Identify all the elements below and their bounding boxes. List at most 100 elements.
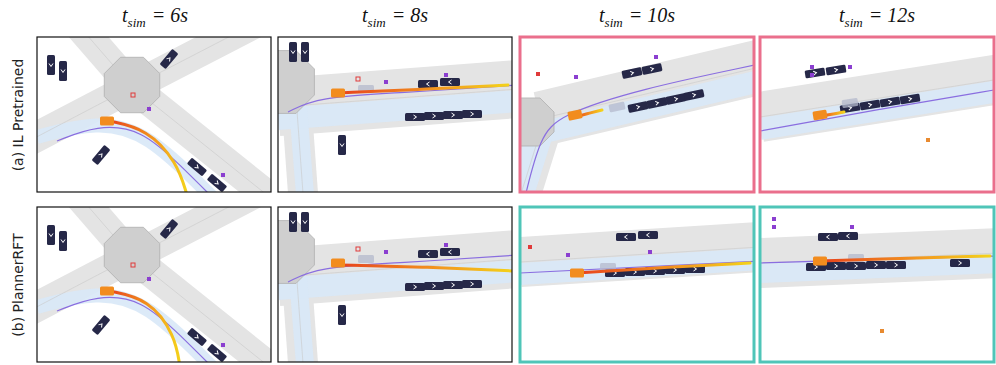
vehicle (846, 262, 866, 270)
vehicle (338, 135, 346, 155)
column-header: tsim= 8s (362, 4, 428, 27)
lane (278, 271, 512, 289)
header-text: = 8s (392, 4, 428, 27)
column-header: tsim= 10s (599, 4, 675, 27)
vehicle (804, 67, 825, 78)
ego-vehicle (100, 117, 114, 126)
vehicle (301, 42, 309, 62)
vehicle (641, 63, 662, 75)
lane-centerline (520, 247, 754, 262)
route-line (288, 255, 512, 282)
agent-marker (772, 217, 776, 221)
vehicle (418, 250, 438, 258)
vehicle (866, 261, 886, 269)
vehicle (826, 262, 846, 270)
vehicle (424, 282, 444, 290)
vehicle (92, 145, 111, 165)
vehicle (405, 113, 425, 121)
column-header: tsim= 12s (839, 4, 915, 27)
vehicle (92, 315, 111, 335)
panel-border (278, 207, 512, 362)
ego-vehicle (812, 109, 827, 120)
ego-vehicle (100, 287, 114, 296)
vehicle (443, 111, 463, 119)
route-line (525, 65, 754, 192)
vehicle (440, 78, 460, 86)
sim-panel (252, 207, 518, 365)
header-text: t (599, 4, 605, 27)
agent-marker (444, 73, 448, 77)
vehicle (879, 96, 900, 107)
route-line (288, 85, 512, 112)
trajectory (338, 265, 512, 271)
sim-panel (506, 37, 760, 197)
agent-marker (536, 72, 540, 76)
vehicle (462, 110, 482, 118)
vehicle (207, 174, 227, 192)
subscript: sim (605, 15, 623, 31)
vehicle (950, 259, 970, 267)
vehicle (187, 158, 207, 177)
subscript: sim (368, 15, 386, 31)
vehicle (621, 67, 642, 79)
agent-marker (221, 173, 225, 177)
route-line (760, 89, 994, 131)
subscript: sim (845, 15, 863, 31)
agent-marker (384, 80, 388, 84)
ego-vehicle (570, 269, 584, 278)
agent-marker (810, 65, 814, 69)
lane (37, 125, 212, 192)
route-line (57, 127, 212, 192)
panel-border (760, 37, 994, 192)
agent-marker (147, 107, 151, 111)
vehicle (443, 281, 463, 289)
sim-panel (27, 12, 282, 207)
vehicle (289, 212, 297, 232)
lane (37, 295, 212, 362)
lane (520, 259, 754, 274)
intersection (104, 57, 159, 112)
sim-panel (252, 37, 518, 207)
vehicle (616, 233, 636, 241)
ego-vehicle (567, 109, 583, 121)
agent-marker (810, 73, 814, 77)
row-label: (a) IL Pretrained (10, 58, 26, 171)
vehicle (160, 49, 179, 69)
vehicle (338, 305, 346, 325)
vehicle (59, 61, 67, 81)
vehicle (683, 89, 704, 101)
sim-panel (760, 207, 996, 362)
header-text: = 6s (152, 4, 188, 27)
vehicle (665, 93, 686, 105)
vehicle (187, 328, 207, 347)
agent-marker (926, 138, 930, 142)
sim-panel (520, 207, 760, 362)
vehicle (440, 248, 460, 256)
agent-marker (772, 225, 776, 229)
agent-marker (566, 253, 570, 257)
header-text: = 12s (869, 4, 915, 27)
vehicle (160, 219, 179, 239)
panel-border (520, 207, 754, 362)
vehicle (627, 101, 648, 113)
ego-vehicle (608, 101, 625, 112)
agent-marker (356, 77, 360, 81)
vehicle (838, 232, 858, 240)
vehicle (886, 261, 906, 269)
agent-marker (880, 329, 884, 333)
vehicle (405, 283, 425, 291)
vehicle (47, 225, 55, 245)
trajectory (109, 291, 180, 362)
lane (278, 101, 512, 119)
trajectory (109, 121, 187, 192)
panel-border (520, 37, 754, 192)
vehicle (859, 99, 880, 110)
vehicle (289, 42, 297, 62)
trajectory (577, 263, 750, 273)
row-label: (b) PlannerRFT (10, 233, 26, 336)
agent-marker (528, 245, 532, 249)
ego-vehicle (331, 259, 345, 268)
vehicle (825, 64, 846, 75)
ego-vehicle (841, 98, 858, 108)
